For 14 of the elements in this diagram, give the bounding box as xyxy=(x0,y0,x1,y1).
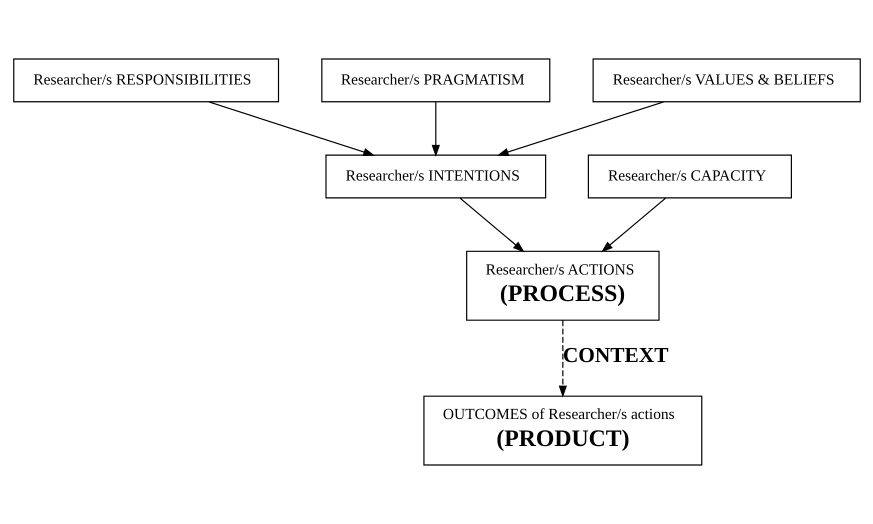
node-box: Researcher/s PRAGMATISM xyxy=(320,58,550,102)
node-box: OUTCOMES of Researcher/s actions (PRODUCT) xyxy=(422,396,702,466)
arrow xyxy=(459,198,524,252)
edge-label: CONTEXT xyxy=(562,343,668,368)
node-box: Researcher/s ACTIONS (PROCESS) xyxy=(466,250,660,321)
arrow xyxy=(496,101,664,156)
arrow xyxy=(208,101,375,156)
node-box: Researcher/s VALUES & BELIEFS xyxy=(592,58,860,102)
node-box: Researcher/s RESPONSIBILITIES xyxy=(12,58,279,102)
node-box: Researcher/s CAPACITY xyxy=(587,154,792,198)
arrow xyxy=(558,320,566,398)
arrow xyxy=(431,102,440,157)
node-box: Researcher/s INTENTIONS xyxy=(324,154,546,198)
arrow xyxy=(600,198,666,252)
